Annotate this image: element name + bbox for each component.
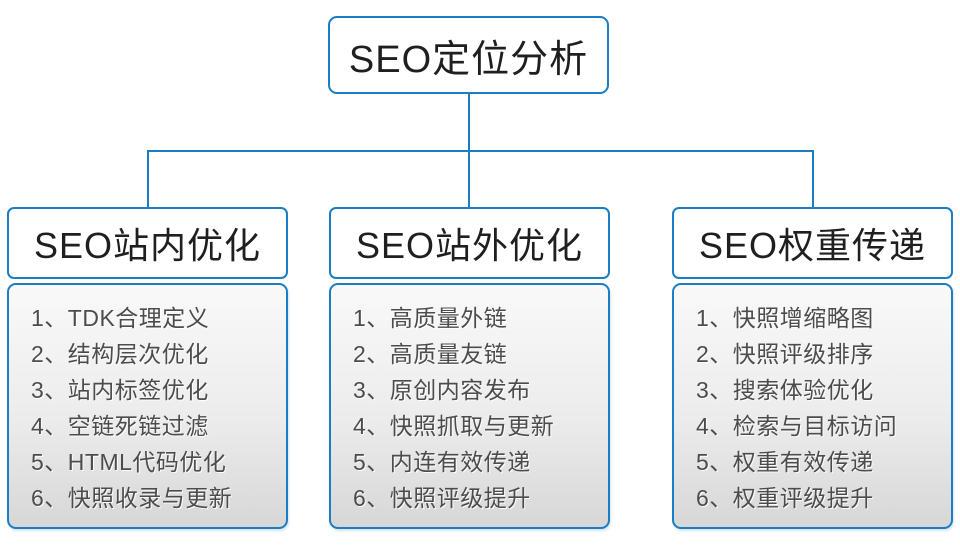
column-item-list: 1、高质量外链 2、高质量友链 3、原创内容发布 4、快照抓取与更新 5、内连有… xyxy=(329,283,610,529)
column-title: SEO站内优化 xyxy=(33,225,262,266)
column-title: SEO站外优化 xyxy=(355,225,584,266)
column-header: SEO站内优化 xyxy=(7,207,288,279)
list-item: 4、空链死链过滤 xyxy=(31,413,209,439)
list-item: 6、快照评级提升 xyxy=(353,485,531,511)
list-item: 3、站内标签优化 xyxy=(31,377,209,403)
column-weight-transfer: SEO权重传递 1、快照增缩略图 2、快照评级排序 3、搜索体验优化 4、检索与… xyxy=(672,207,953,529)
root-node: SEO定位分析 xyxy=(328,16,609,94)
list-item: 3、原创内容发布 xyxy=(353,377,531,403)
list-item: 3、搜索体验优化 xyxy=(696,377,874,403)
list-item: 4、快照抓取与更新 xyxy=(353,413,555,439)
column-onsite-optimization: SEO站内优化 1、TDK合理定义 2、结构层次优化 3、站内标签优化 4、空链… xyxy=(7,207,288,529)
connector-left-vertical xyxy=(147,150,149,207)
list-item: 6、快照收录与更新 xyxy=(31,485,233,511)
list-item: 2、结构层次优化 xyxy=(31,341,209,367)
list-item: 2、快照评级排序 xyxy=(696,341,874,367)
column-header: SEO站外优化 xyxy=(329,207,610,279)
column-offsite-optimization: SEO站外优化 1、高质量外链 2、高质量友链 3、原创内容发布 4、快照抓取与… xyxy=(329,207,610,529)
list-item: 5、权重有效传递 xyxy=(696,449,874,475)
list-item: 5、内连有效传递 xyxy=(353,449,531,475)
column-title: SEO权重传递 xyxy=(698,225,927,266)
list-item: 4、检索与目标访问 xyxy=(696,413,898,439)
list-item: 1、高质量外链 xyxy=(353,305,508,331)
column-item-list: 1、TDK合理定义 2、结构层次优化 3、站内标签优化 4、空链死链过滤 5、H… xyxy=(7,283,288,529)
column-header: SEO权重传递 xyxy=(672,207,953,279)
root-node-title: SEO定位分析 xyxy=(348,38,589,81)
column-item-list: 1、快照增缩略图 2、快照评级排序 3、搜索体验优化 4、检索与目标访问 5、权… xyxy=(672,283,953,529)
list-item: 1、TDK合理定义 xyxy=(31,305,210,331)
list-item: 6、权重评级提升 xyxy=(696,485,874,511)
connector-right-vertical xyxy=(812,150,814,207)
list-item: 2、高质量友链 xyxy=(353,341,508,367)
connector-horizontal xyxy=(147,150,814,152)
list-item: 1、快照增缩略图 xyxy=(696,305,874,331)
list-item: 5、HTML代码优化 xyxy=(31,449,227,475)
